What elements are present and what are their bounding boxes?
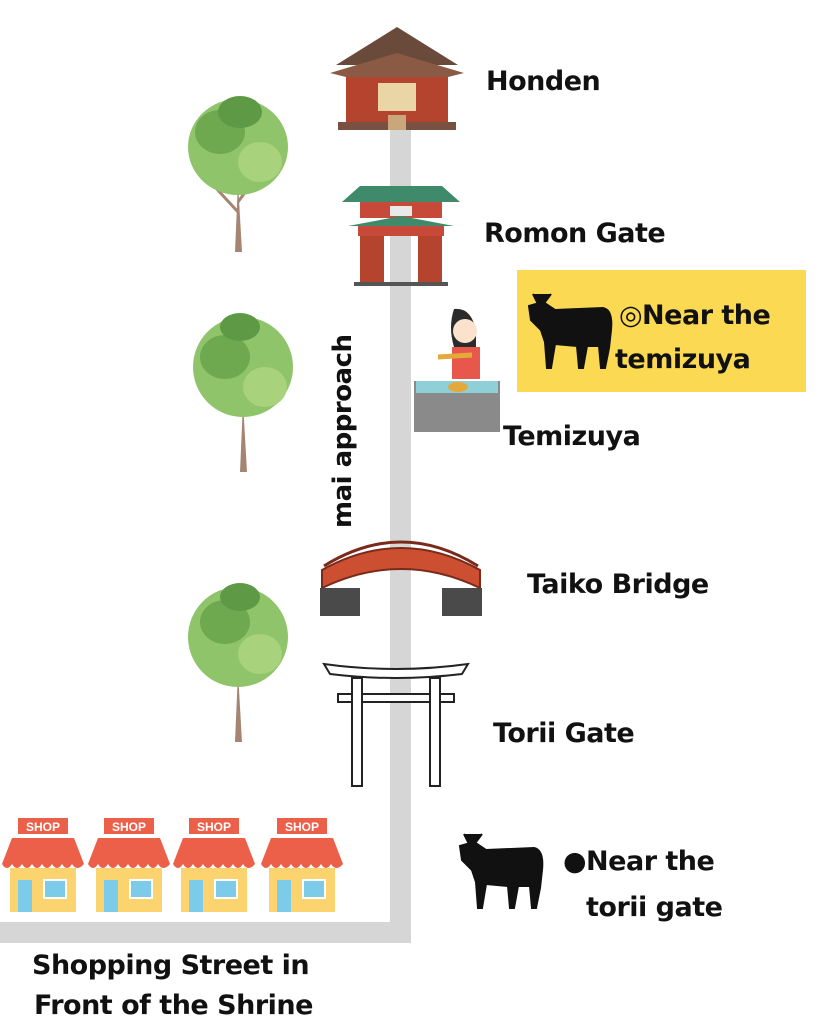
- romon-gate-label: Romon Gate: [484, 218, 666, 249]
- taiko-bridge-label: Taiko Bridge: [527, 569, 709, 600]
- tree-icon: [188, 96, 288, 252]
- approach-path: [390, 130, 411, 943]
- approach-label: mai approach: [328, 334, 358, 528]
- honden-label: Honden: [486, 66, 601, 97]
- shop-sign: SHOP: [197, 820, 231, 834]
- taiko-bridge-icon: [320, 540, 482, 616]
- cow-icon: [458, 833, 544, 909]
- temizuya-callout-line1: ◎Near the: [619, 300, 771, 331]
- temizuya-icon: [414, 308, 500, 432]
- torii-gate-label: Torii Gate: [493, 718, 635, 749]
- shopping-street-line2: Front of the Shrine: [34, 990, 313, 1021]
- temizuya-callout-line2: temizuya: [615, 344, 751, 375]
- romon-gate-icon: [342, 186, 460, 286]
- shop-sign: SHOP: [285, 820, 319, 834]
- tree-icon: [188, 583, 288, 742]
- street-path: [0, 922, 411, 943]
- torii-callout-line2: torii gate: [586, 892, 723, 923]
- shop-icon: SHOP: [86, 818, 172, 914]
- torii-callout-line1: ●Near the: [563, 846, 715, 877]
- shop-sign: SHOP: [112, 820, 146, 834]
- shop-icon: SHOP: [171, 818, 257, 914]
- honden-icon: [330, 27, 464, 130]
- shop-sign: SHOP: [26, 820, 60, 834]
- temizuya-label: Temizuya: [503, 421, 641, 452]
- shop-icon: SHOP: [259, 818, 345, 914]
- cow-icon: [527, 293, 613, 369]
- torii-gate-icon: [322, 662, 470, 787]
- tree-icon: [193, 313, 293, 472]
- temizuya-cow-callout: ◎Near the temizuya: [517, 270, 806, 392]
- shopping-street-line1: Shopping Street in: [32, 950, 310, 981]
- shop-icon: SHOP: [0, 818, 86, 914]
